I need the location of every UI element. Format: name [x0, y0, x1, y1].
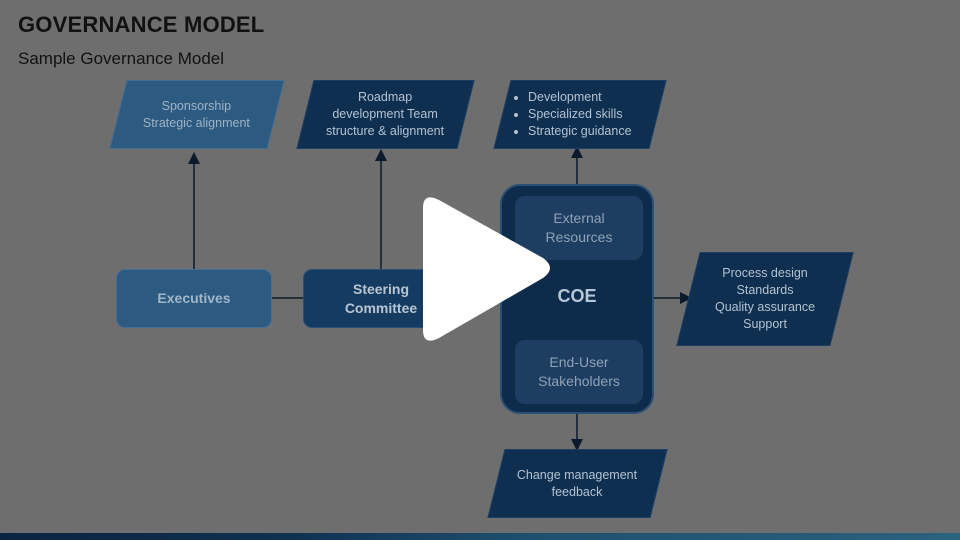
- coe-label: COE: [557, 286, 597, 306]
- sponsorship-line-2: Strategic alignment: [143, 115, 251, 130]
- roadmap-line-3: structure & alignment: [326, 124, 445, 138]
- process-line-4: Support: [743, 317, 787, 331]
- coe-outputs-list: Development Specialized skills Strategic…: [528, 89, 632, 140]
- external-line-1: External: [553, 210, 605, 226]
- process-line-1: Process design: [722, 266, 808, 280]
- roadmap-line-2: development Team: [332, 107, 439, 121]
- enduser-line-2: Stakeholders: [538, 373, 620, 389]
- executives-label: Executives: [157, 290, 231, 306]
- change-line-1: Change management: [517, 467, 638, 482]
- coe-outputs-box: Development Specialized skills Strategic…: [493, 80, 667, 149]
- coe-output-item: Strategic guidance: [528, 123, 632, 140]
- external-line-2: Resources: [545, 229, 613, 245]
- page-title: GOVERNANCE MODEL: [18, 12, 265, 37]
- sponsorship-line-1: Sponsorship: [162, 98, 232, 113]
- end-user-stakeholders-box: End-User Stakeholders: [515, 340, 643, 404]
- executives-box: Executives: [116, 269, 272, 328]
- change-line-2: feedback: [552, 484, 603, 499]
- sponsorship-box: Sponsorship Strategic alignment: [109, 80, 285, 149]
- change-management-box: Change management feedback: [487, 449, 668, 518]
- process-line-3: Quality assurance: [714, 300, 816, 314]
- process-box: Process design Standards Quality assuran…: [676, 252, 854, 346]
- steering-line-2: Committee: [344, 299, 418, 316]
- coe-output-item: Development: [528, 89, 632, 106]
- page-subtitle: Sample Governance Model: [18, 49, 225, 68]
- enduser-line-1: End-User: [549, 354, 609, 370]
- coe-container: External Resources COE End-User Stakehol…: [500, 184, 654, 414]
- bottom-accent-bar: [0, 533, 960, 540]
- roadmap-box: Roadmap development Team structure & ali…: [296, 80, 475, 149]
- play-icon[interactable]: [405, 190, 565, 360]
- coe-output-item: Specialized skills: [528, 106, 632, 123]
- roadmap-line-1: Roadmap: [358, 90, 413, 104]
- process-line-2: Standards: [736, 283, 794, 297]
- external-resources-box: External Resources: [515, 196, 643, 260]
- steering-line-1: Steering: [352, 280, 409, 297]
